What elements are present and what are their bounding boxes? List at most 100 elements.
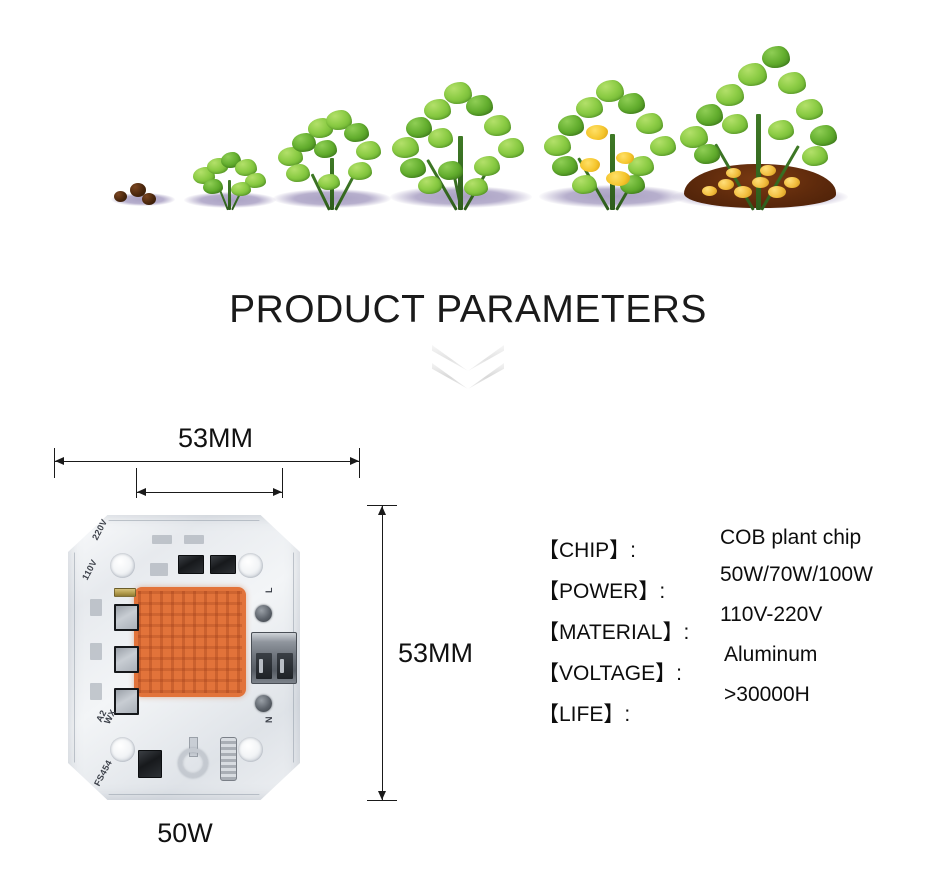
solder-pad-mark xyxy=(184,535,204,544)
peanut-fruit xyxy=(726,168,741,178)
terminal-solder-pad-n xyxy=(255,695,272,712)
height-dimension-label: 53MM xyxy=(398,638,474,668)
plant-flower xyxy=(606,171,630,186)
terminal-clip xyxy=(280,659,284,673)
spec-value: Aluminum xyxy=(724,643,818,666)
inductor-coil xyxy=(178,748,208,778)
height-dimension-line xyxy=(382,506,383,800)
seed-icon xyxy=(142,193,156,205)
peanut-fruit xyxy=(718,179,734,190)
plant-leaf xyxy=(292,133,316,152)
plant-leaf xyxy=(680,126,708,148)
dimension-drawing: 53MM 53MM xyxy=(0,400,520,888)
plant-leaf xyxy=(650,136,676,156)
led-die-grid xyxy=(138,591,242,693)
plant-leaf xyxy=(444,82,472,104)
growth-stage-harvest xyxy=(660,28,860,211)
plant-leaf xyxy=(424,99,451,120)
terminal-clip xyxy=(259,659,263,673)
plant-flower xyxy=(580,158,600,172)
smd-component xyxy=(210,555,236,574)
plant-leaf xyxy=(618,93,645,114)
solder-pad-mark xyxy=(152,535,172,544)
plant-leaf xyxy=(318,174,340,190)
spec-row-power: 【POWER】: 50W/70W/100W xyxy=(538,563,928,610)
plant-leaf xyxy=(716,84,744,106)
mounting-hole xyxy=(238,553,263,578)
plant-leaf xyxy=(235,159,257,176)
growth-stage-seeds xyxy=(108,170,178,210)
plant-leaf xyxy=(474,156,500,176)
plant-leaf xyxy=(738,63,767,86)
plant-leaf xyxy=(356,141,381,160)
plant-leaf xyxy=(572,175,597,194)
chevron-down-icon xyxy=(432,363,504,389)
ic-component xyxy=(138,750,162,778)
dim-tick-right xyxy=(359,448,360,478)
peanut-fruit xyxy=(734,186,752,198)
plant-leaf xyxy=(576,97,603,118)
dim-tick-left xyxy=(54,448,55,478)
plant-leaf xyxy=(628,156,654,176)
plant-leaf xyxy=(722,114,748,134)
plant-leaf xyxy=(286,164,310,182)
solder-pad-mark xyxy=(90,683,102,700)
growth-stage-flowering xyxy=(528,45,698,211)
plant-leaf xyxy=(314,140,337,158)
page-title: PRODUCT PARAMETERS xyxy=(229,288,707,331)
plant-leaf xyxy=(348,162,372,180)
spec-label: 【VOLTAGE】: xyxy=(538,661,682,685)
spec-value: COB plant chip xyxy=(720,526,862,549)
growth-stage-young-plant xyxy=(262,85,402,211)
plant-leaf xyxy=(768,120,794,140)
peanut-fruit xyxy=(768,186,786,198)
plant-leaf xyxy=(694,144,720,164)
plant-leaf xyxy=(428,128,453,148)
dim-arrow-up xyxy=(378,506,386,515)
plant-leaf xyxy=(466,95,493,116)
height-dim-tick-top xyxy=(367,505,397,506)
cob-led-chip-image: 220V 110V L N WX A2 FS454 xyxy=(68,515,300,800)
plant-leaf xyxy=(406,117,432,138)
plant-stem xyxy=(228,180,231,210)
peanut-fruit xyxy=(702,186,717,196)
plant-leaf xyxy=(344,123,369,142)
plant-leaf xyxy=(245,173,266,188)
seed-icon xyxy=(130,183,146,197)
peanut-fruit xyxy=(784,177,800,188)
specifications-list: 【CHIP】: COB plant chip 【POWER】: 50W/70W/… xyxy=(538,526,928,733)
dim-arrow-right xyxy=(350,457,359,465)
plant-leaf xyxy=(778,72,806,94)
plant-leaf xyxy=(326,110,352,130)
wattage-label: 50W xyxy=(157,818,213,848)
plant-leaf xyxy=(762,46,790,68)
plant-leaf xyxy=(596,80,624,102)
cylindrical-component xyxy=(220,737,237,781)
plant-leaf xyxy=(231,182,251,196)
inner-dim-arrow-right xyxy=(273,488,282,496)
spec-label: 【LIFE】: xyxy=(538,702,631,726)
plant-leaf xyxy=(810,125,837,146)
chevron-down-double-icon xyxy=(432,345,504,397)
spec-label: 【CHIP】: xyxy=(538,538,637,562)
peanut-fruit xyxy=(760,165,776,176)
inner-dim-arrow-left xyxy=(137,488,146,496)
spec-label: 【MATERIAL】: xyxy=(538,620,690,644)
silkscreen-terminal-n: N xyxy=(264,716,274,723)
terminal-solder-pad-l xyxy=(255,605,272,622)
inner-dim-tick-left xyxy=(136,468,137,498)
plant-leaf xyxy=(544,135,571,156)
spec-value: 110V-220V xyxy=(720,603,823,626)
silkscreen-terminal-l: L xyxy=(264,587,274,593)
plant-leaf xyxy=(802,146,828,166)
plant-growth-banner xyxy=(0,0,936,211)
solder-pad-mark xyxy=(150,563,168,576)
plant-leaf xyxy=(498,138,524,158)
screw-terminal-block xyxy=(251,632,297,684)
solder-pad-mark xyxy=(90,599,102,616)
solder-pad-mark xyxy=(90,643,102,660)
mounting-hole xyxy=(110,553,135,578)
spec-label: 【POWER】: xyxy=(538,579,666,603)
inner-dim-tick-right xyxy=(282,468,283,498)
